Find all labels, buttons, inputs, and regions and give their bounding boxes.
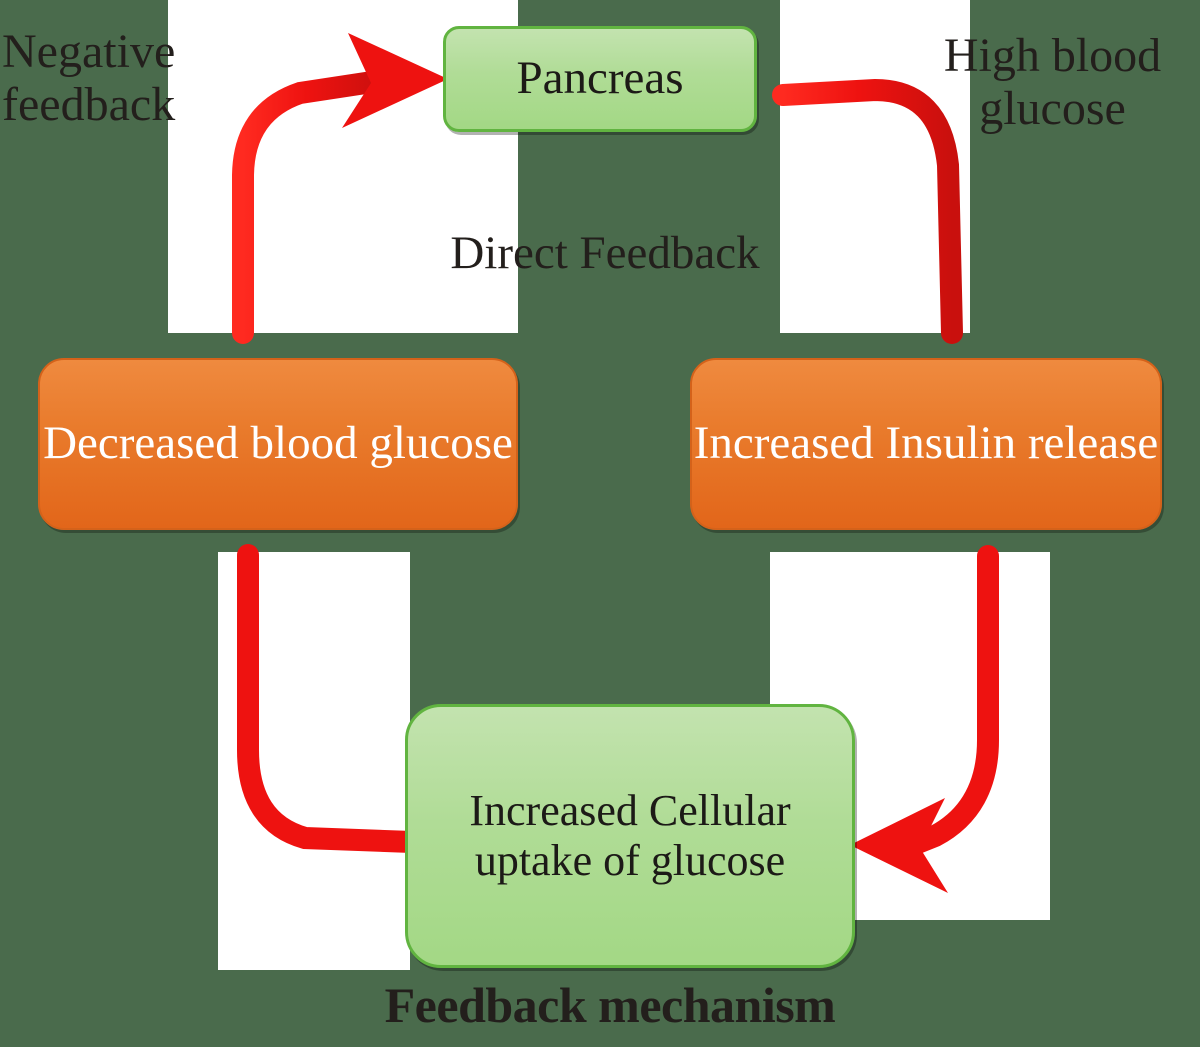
node-increased-cellular-uptake[interactable]: Increased Cellular uptake of glucose [405, 704, 855, 968]
node-decreased-blood-glucose[interactable]: Decreased blood glucose [38, 358, 518, 530]
label-direct-feedback: Direct Feedback [450, 227, 760, 279]
label-high-blood-glucose: High blood glucose [943, 29, 1162, 135]
node-pancreas[interactable]: Pancreas [443, 26, 757, 132]
label-negative-feedback: Negative feedback [2, 25, 176, 131]
node-decreased-label: Decreased blood glucose [43, 417, 513, 470]
node-pancreas-label: Pancreas [516, 52, 684, 105]
node-insulin-label: Increased Insulin release [693, 417, 1159, 470]
node-uptake-label: Increased Cellular uptake of glucose [469, 785, 791, 885]
node-increased-insulin-release[interactable]: Increased Insulin release [690, 358, 1162, 530]
backing-patch-bottom-left [218, 552, 410, 970]
diagram-title: Feedback mechanism [384, 977, 836, 1033]
